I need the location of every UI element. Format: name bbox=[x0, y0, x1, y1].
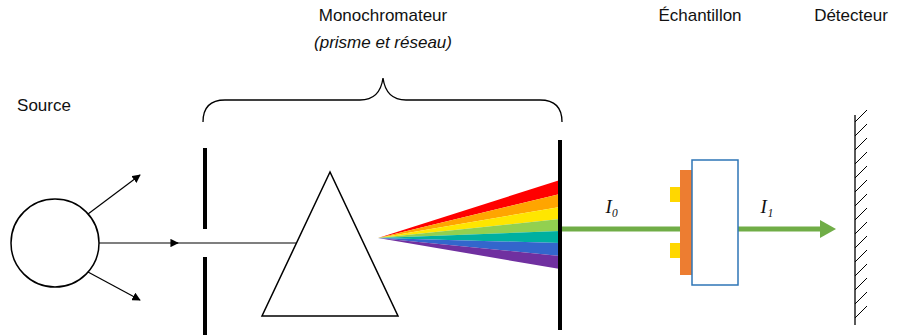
part-name: Source bbox=[17, 96, 71, 116]
beam-arrowhead bbox=[820, 220, 836, 238]
intensity-symbol: I₀ bbox=[606, 196, 619, 219]
part-name: Échantillon bbox=[658, 6, 741, 26]
intensity-symbol: I₁ bbox=[761, 196, 774, 219]
hatch-stroke bbox=[855, 110, 867, 122]
spectrum-fan bbox=[378, 180, 560, 269]
beam bbox=[738, 227, 822, 232]
hatch-stroke bbox=[855, 278, 867, 290]
hatch-stroke bbox=[855, 264, 867, 276]
hatch-stroke bbox=[855, 138, 867, 150]
part-name: Détecteur bbox=[814, 6, 888, 26]
ray-arrow bbox=[88, 272, 140, 300]
hatch-stroke bbox=[855, 306, 867, 318]
ray-arrow bbox=[99, 242, 178, 243]
beam bbox=[562, 227, 692, 232]
sample-substrate bbox=[692, 160, 738, 285]
sample-layer bbox=[680, 170, 692, 275]
prism bbox=[262, 172, 398, 316]
hatch-stroke bbox=[855, 166, 867, 178]
part-title: Monochromateur bbox=[319, 6, 448, 26]
hatch-stroke bbox=[855, 292, 867, 304]
hatch-stroke bbox=[855, 208, 867, 220]
slit bbox=[203, 148, 207, 229]
brace bbox=[203, 78, 562, 122]
exit-slit bbox=[558, 140, 562, 330]
hatch-stroke bbox=[855, 180, 867, 192]
hatch-stroke bbox=[855, 236, 867, 248]
light-ray bbox=[176, 242, 304, 243]
slit bbox=[203, 257, 207, 335]
detector-hatching bbox=[855, 110, 867, 318]
part-subtitle: (prisme et réseau) bbox=[314, 33, 452, 53]
hatch-stroke bbox=[855, 222, 867, 234]
hatch-stroke bbox=[855, 124, 867, 136]
ray-arrow bbox=[88, 175, 140, 214]
hatch-stroke bbox=[855, 250, 867, 262]
hatch-stroke bbox=[855, 152, 867, 164]
source-lamp bbox=[11, 199, 99, 287]
hatch-stroke bbox=[855, 194, 867, 206]
